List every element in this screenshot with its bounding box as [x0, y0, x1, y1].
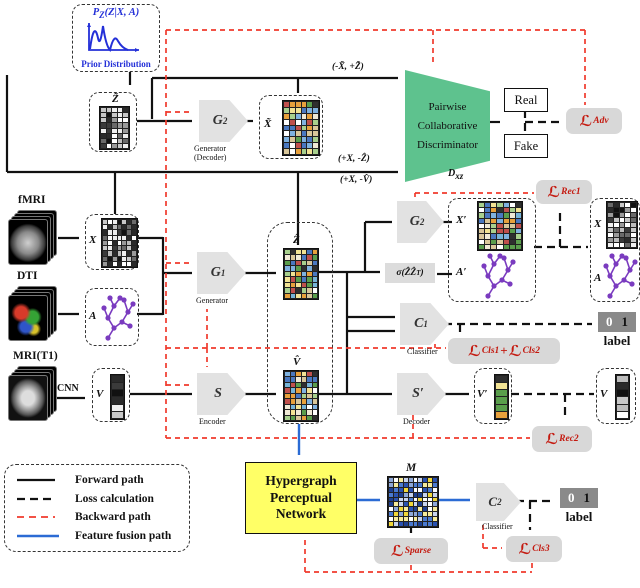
v-hat-matrix — [283, 370, 319, 422]
g2-caption-2: (Decoder) — [194, 153, 227, 162]
prior-distribution-box: PZ(Z|X, A) Prior Distribution — [72, 4, 160, 72]
legend-forward: Forward path — [5, 474, 189, 486]
x-prime-matrix — [477, 201, 523, 251]
dxz-label: Dxz — [448, 168, 464, 181]
mri-label: MRI(T1) — [13, 350, 58, 362]
dti-label: DTI — [17, 270, 38, 282]
v-real-label: V — [600, 388, 608, 400]
z-tilde-matrix — [99, 106, 130, 150]
fusion-arrow-icon — [17, 534, 59, 538]
v-hat-label: V̂ — [293, 356, 301, 368]
legend-box: Forward path Loss calculation Backward p… — [4, 464, 190, 552]
a-graph-icon — [100, 294, 136, 342]
pairwise-collaborative-discriminator: Pairwise Collaborative Discriminator — [405, 70, 490, 182]
pair-label-lower: (+X, -V̂) — [340, 175, 373, 185]
fake-box: Fake — [504, 134, 548, 158]
hpn-line1: Hypergraph — [265, 472, 337, 488]
a-real-label: A — [594, 272, 602, 284]
prior-curve-icon — [87, 23, 139, 52]
x-tilde-box — [259, 95, 323, 159]
legend-fusion: Feature fusion path — [5, 530, 189, 542]
x-tilde-label: X̃ — [264, 118, 272, 130]
v-input-label: V — [96, 388, 104, 400]
z-hat-matrix — [283, 248, 319, 300]
x-tilde-matrix — [282, 100, 320, 156]
cnn-label: CNN — [57, 383, 79, 394]
v-prime-box — [474, 368, 512, 424]
real-box: Real — [504, 88, 548, 112]
fmri-label: fMRI — [18, 194, 46, 206]
backward-arrow-icon — [17, 516, 55, 519]
disc-line1: Pairwise — [428, 101, 467, 113]
a-input-box — [85, 288, 139, 346]
z-tilde-box — [89, 92, 137, 152]
v-prime-vector — [494, 374, 509, 420]
pair-label-upper: (+X, -Ẑ) — [338, 154, 370, 164]
disc-line2: Collaborative — [417, 120, 478, 132]
forward-paths — [5, 72, 500, 400]
a-input-label: A — [89, 310, 97, 322]
fmri-image-stack — [8, 210, 58, 266]
v-input-vector — [110, 374, 125, 420]
m-matrix-label: M — [406, 462, 417, 474]
x-real-label: X — [594, 218, 602, 230]
m-matrix — [387, 476, 439, 528]
loss-paths — [409, 110, 594, 533]
s-caption: Encoder — [199, 417, 226, 426]
forward-arrow-icon — [17, 478, 55, 481]
latent-container — [267, 222, 333, 424]
a-real-graph-icon — [602, 252, 638, 300]
label-caption-bottom: label — [565, 509, 593, 524]
a-prime-graph-icon — [480, 252, 516, 300]
dti-image-stack — [8, 286, 58, 342]
v-input-box — [92, 368, 130, 422]
s-prime-caption: Decoder — [403, 417, 431, 426]
z-hat-label: Ẑ — [293, 234, 300, 246]
pair-label-top: (-X̃, +Z̃) — [332, 62, 364, 72]
g1-caption: Generator — [196, 296, 228, 305]
label-caption-top: label — [603, 333, 631, 348]
x-input-matrix — [101, 218, 138, 268]
hpn-line2: Perceptual — [270, 489, 332, 505]
prior-caption: Prior Distribution — [81, 59, 151, 69]
hypergraph-perceptual-network: Hypergraph Perceptual Network — [245, 462, 357, 534]
prior-title: PZ(Z|X, A) — [92, 7, 140, 20]
legend-backward: Backward path — [5, 511, 189, 523]
c2-caption: Classifier — [482, 522, 513, 531]
z-tilde-label: Z̃ — [112, 93, 119, 105]
v-real-vector — [615, 374, 630, 420]
v-real-box — [596, 368, 636, 424]
mri-image-stack — [8, 366, 58, 422]
reconstruction-box — [448, 198, 536, 302]
c1-caption: Classifier — [407, 347, 438, 356]
fusion-paths — [297, 424, 470, 502]
x-real-matrix — [606, 201, 638, 249]
x-input-label: X — [89, 234, 97, 246]
loss-arrow-icon — [17, 497, 55, 500]
a-prime-label: A′ — [456, 266, 467, 278]
v-prime-label: V′ — [477, 388, 488, 400]
disc-line3: Discriminator — [416, 139, 479, 151]
x-prime-label: X′ — [456, 214, 467, 226]
x-input-box — [85, 214, 139, 270]
g2-caption-1: Generator — [194, 144, 226, 153]
backward-paths — [165, 29, 586, 573]
hpn-line3: Network — [275, 506, 327, 522]
legend-loss: Loss calculation — [5, 493, 189, 505]
